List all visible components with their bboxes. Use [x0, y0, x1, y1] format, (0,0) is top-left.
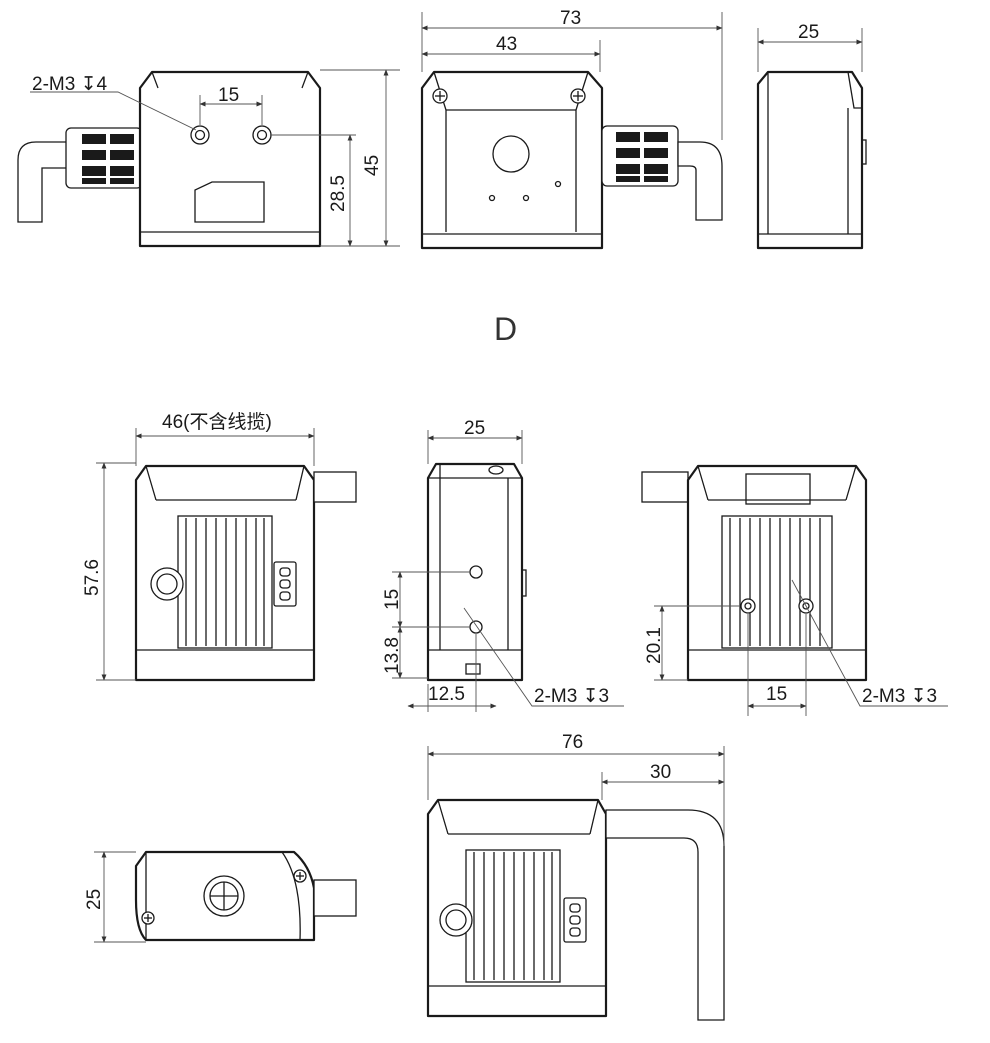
label-window-back — [745, 473, 811, 505]
label-m3-depth3-right: 2-M3 ↧3 — [862, 686, 937, 707]
connector-icon — [203, 875, 245, 917]
label-m3-depth3-left: 2-M3 ↧3 — [534, 686, 609, 707]
dim-body-width: 43 — [496, 34, 517, 55]
fin-lines-cable — [473, 852, 553, 980]
view-side-right: 25 — [756, 22, 867, 250]
dim-side-hole-offset: 12.5 — [428, 684, 465, 705]
view-front-fins: 46(不含线揽) 57.6 — [82, 411, 357, 682]
screw-icon — [570, 88, 586, 104]
button-icon — [150, 567, 184, 601]
dim-back-hole-spacing: 15 — [766, 684, 787, 705]
view-top-small: 25 — [84, 850, 357, 943]
dim-height-57: 57.6 — [82, 559, 103, 596]
cable-strain-relief — [65, 127, 143, 189]
cable-strain-relief — [601, 125, 679, 187]
dim-back-hole-height: 20.1 — [644, 627, 665, 664]
dim-overall-length: 76 — [562, 732, 583, 753]
screw-icon — [293, 869, 307, 883]
dim-side-hole-spacing: 15 — [382, 589, 403, 610]
dim-overall-width: 73 — [560, 8, 581, 29]
fin-lines — [185, 518, 265, 646]
dim-height: 45 — [362, 155, 383, 176]
dim-side-depth: 25 — [798, 22, 819, 43]
view-back-fins: 20.1 15 2-M3 ↧3 — [641, 464, 948, 716]
cable-bent — [605, 809, 725, 1021]
screw-icon — [141, 911, 155, 925]
mount-hole-left — [190, 125, 210, 145]
screw-icon — [432, 88, 448, 104]
housing-side — [756, 70, 864, 250]
dim-width-no-cable: 46(不含线揽) — [162, 411, 272, 433]
dim-top-depth: 25 — [84, 889, 105, 910]
view-rear-left: 2-M3 ↧4 15 28.5 45 — [17, 69, 400, 248]
optical-window — [492, 135, 530, 173]
label-m3-depth4: 2-M3 ↧4 — [32, 74, 107, 95]
button-icon — [439, 903, 473, 937]
dim-hole-spacing: 15 — [218, 85, 239, 106]
heatsink-fins-back — [721, 515, 833, 649]
view-side-holes: 25 15 13.8 12.5 2-M3 ↧3 — [382, 418, 624, 712]
fin-lines-back — [729, 518, 821, 646]
dim-side-hole-height: 13.8 — [382, 637, 403, 674]
view-front: 73 43 — [420, 8, 723, 250]
label-window — [194, 181, 265, 223]
dim-side-width: 25 — [464, 418, 485, 439]
section-mark: D — [494, 311, 517, 347]
back-hole-left — [740, 598, 756, 614]
dim-cable-length: 30 — [650, 762, 671, 783]
view-front-cable: 76 30 — [426, 732, 725, 1021]
dim-hole-height: 28.5 — [328, 175, 349, 212]
